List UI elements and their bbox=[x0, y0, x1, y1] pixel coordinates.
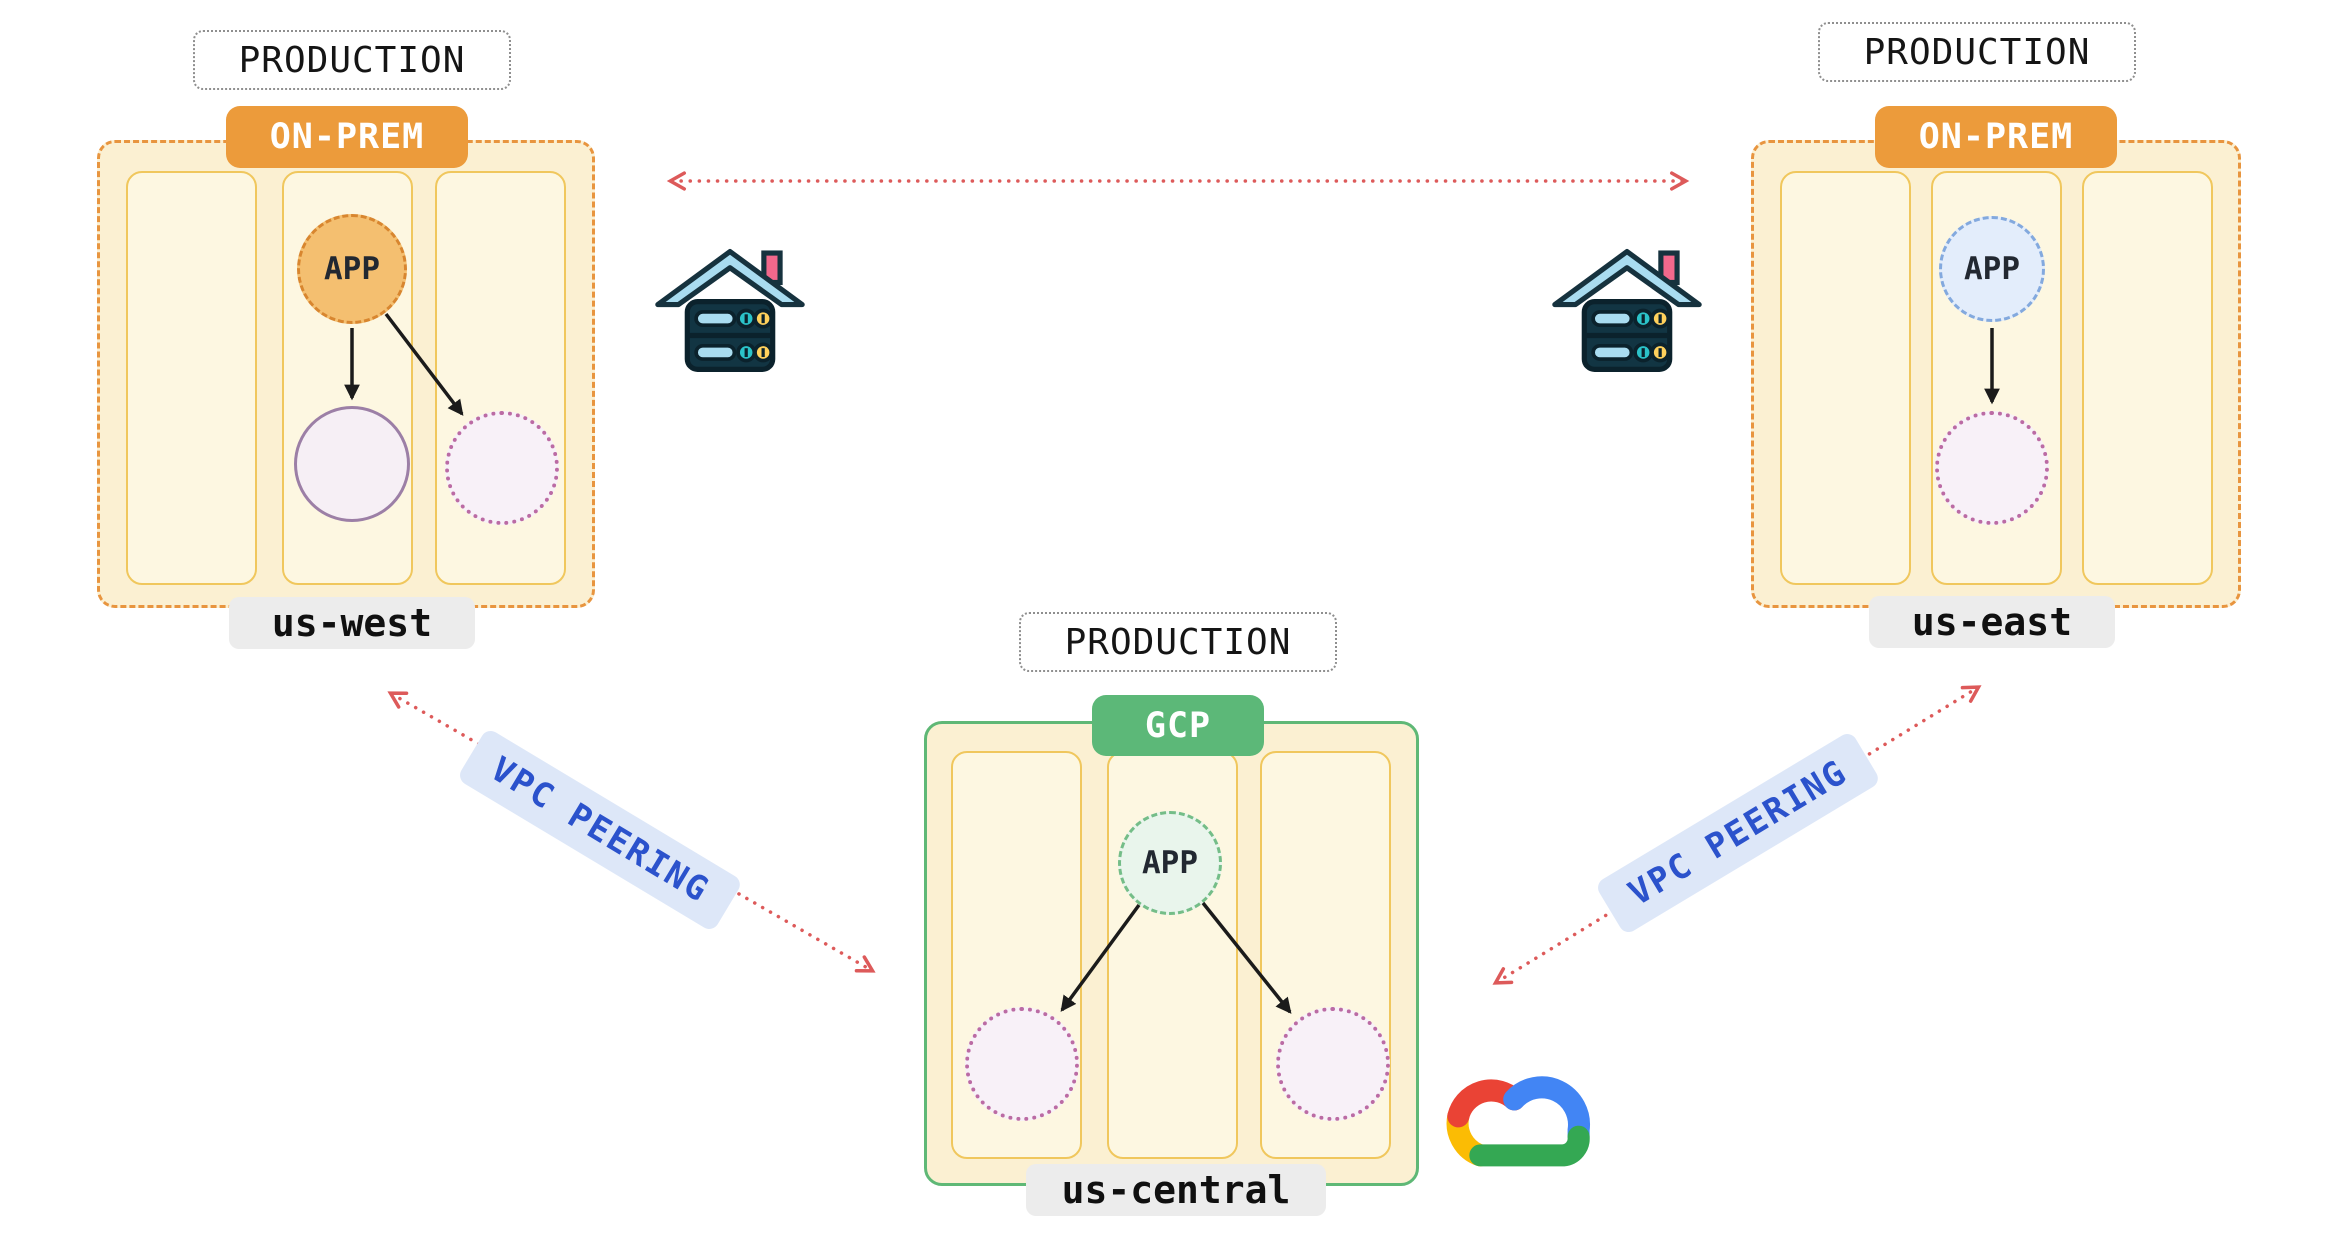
platform-badge-us-central: GCP bbox=[1092, 695, 1264, 756]
google-cloud-icon bbox=[1436, 1052, 1606, 1174]
datacenter-house-icon bbox=[649, 228, 811, 390]
region-label-us-east: us-east bbox=[1869, 596, 2115, 648]
vpc-peering-label-west: VPC PEERING bbox=[456, 727, 744, 933]
region-label-us-west: us-west bbox=[229, 597, 475, 649]
datacenter-house-icon bbox=[1546, 228, 1708, 390]
app-node-us-west: APP bbox=[297, 214, 407, 324]
replica-node-us-west-solid bbox=[294, 406, 410, 522]
environment-tag-us-east: PRODUCTION bbox=[1818, 22, 2136, 82]
platform-badge-us-west: ON-PREM bbox=[226, 106, 468, 168]
replica-node-us-central-right bbox=[1276, 1007, 1390, 1121]
app-node-us-central: APP bbox=[1118, 811, 1222, 915]
platform-badge-us-east: ON-PREM bbox=[1875, 106, 2117, 168]
subnet-us-east-1 bbox=[1780, 171, 1911, 585]
subnet-us-west-1 bbox=[126, 171, 257, 585]
replica-node-us-central-left bbox=[965, 1007, 1079, 1121]
environment-tag-us-central: PRODUCTION bbox=[1019, 612, 1337, 672]
region-label-us-central: us-central bbox=[1026, 1164, 1326, 1216]
app-node-us-east: APP bbox=[1939, 216, 2045, 322]
vpc-peering-label-east: VPC PEERING bbox=[1594, 730, 1882, 936]
replica-node-us-east-dotted bbox=[1935, 411, 2049, 525]
subnet-us-east-3 bbox=[2082, 171, 2213, 585]
replica-node-us-west-dotted bbox=[445, 411, 559, 525]
environment-tag-us-west: PRODUCTION bbox=[193, 30, 511, 90]
